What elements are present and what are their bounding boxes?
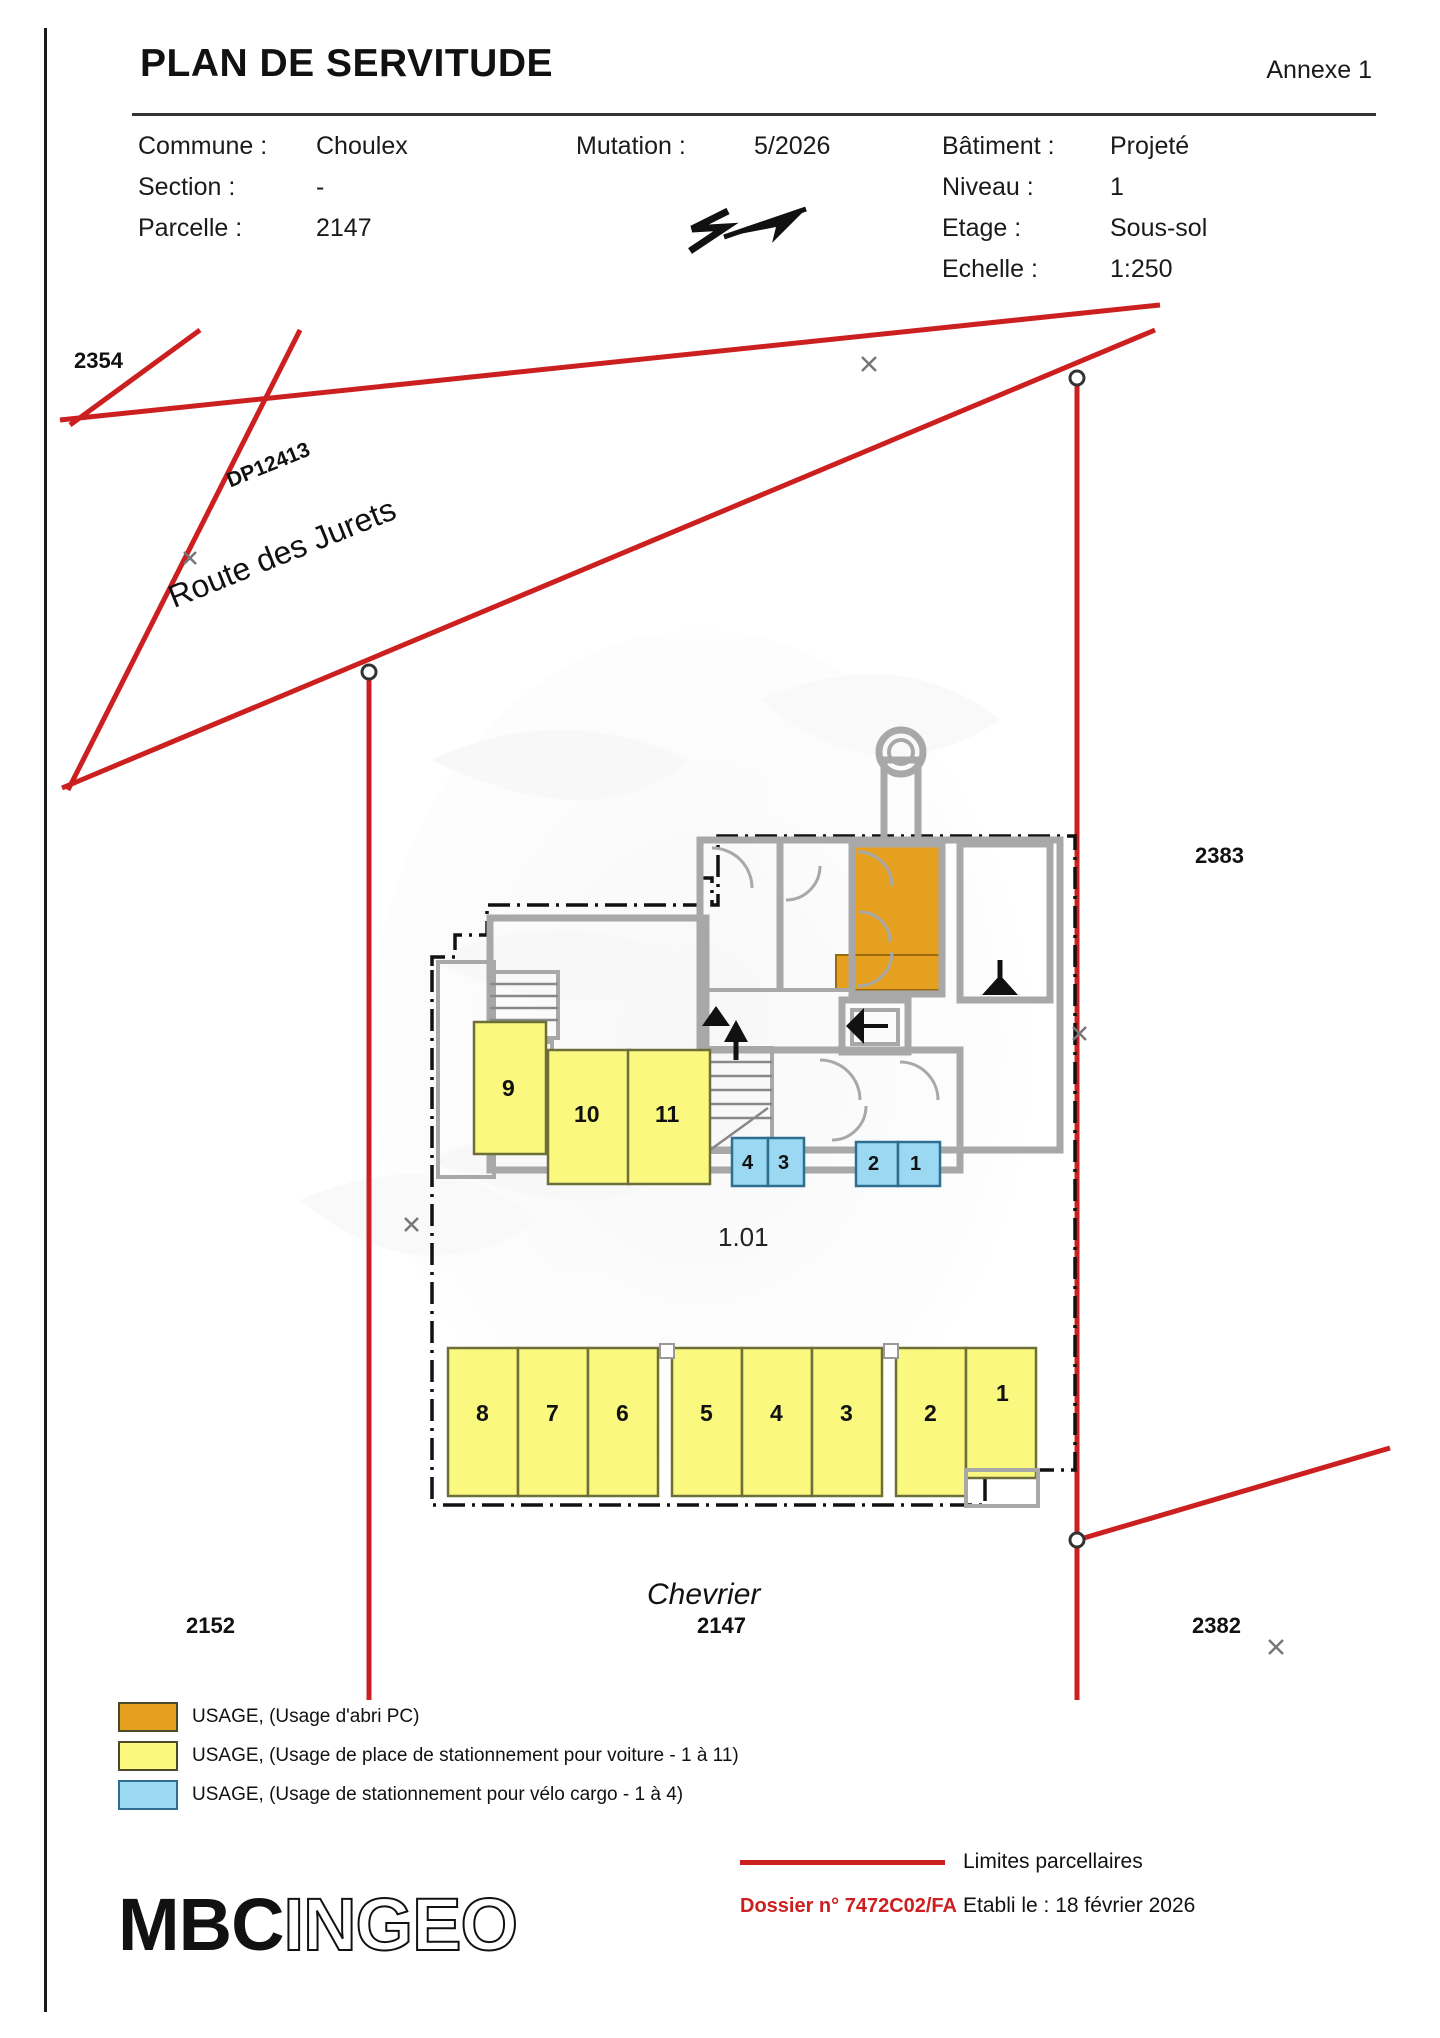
niveau-label: Niveau :: [942, 173, 1034, 201]
metadata-row-batiment: Bâtiment : Projeté: [942, 126, 1372, 167]
legend-label-bike-park: USAGE, (Usage de stationnement pour vélo…: [192, 1783, 684, 1805]
batiment-label: Bâtiment :: [942, 132, 1055, 160]
north-arrow-icon: [680, 205, 820, 267]
parcel-label-2152: 2152: [186, 1613, 235, 1638]
dossier-number: Dossier n° 7472C02/FA: [740, 1894, 957, 1917]
road-name-label: Route des Jurets: [163, 490, 401, 615]
bike-label-3: 3: [778, 1152, 790, 1174]
footer-row-boundary-legend: Limites parcellaires: [740, 1840, 1380, 1884]
parcel-label-2382: 2382: [1192, 1613, 1241, 1638]
parcelle-label: Parcelle :: [138, 214, 243, 242]
stall-label-3: 3: [840, 1400, 853, 1426]
legend-swatch-car-park: [118, 1740, 178, 1771]
footer-info: Limites parcellaires Dossier n° 7472C02/…: [740, 1840, 1380, 1928]
stairs-upper: [488, 970, 560, 1040]
stairs-middle: [704, 1020, 774, 1154]
metadata-row-etage: Etage : Sous-sol: [942, 208, 1372, 249]
stall-label-5: 5: [700, 1400, 713, 1426]
mutation-value: 5/2026: [754, 132, 831, 160]
room-code-label: 1.01: [718, 1222, 769, 1252]
stall-label-6: 6: [616, 1400, 629, 1426]
etage-label: Etage :: [942, 214, 1022, 242]
bike-label-2: 2: [868, 1153, 880, 1175]
legend-row-bike-park: USAGE, (Usage de stationnement pour vélo…: [118, 1778, 1118, 1811]
survey-marks: [183, 356, 1284, 1655]
stall-label-8: 8: [476, 1400, 489, 1426]
mutation-label: Mutation :: [576, 132, 686, 160]
metadata-row-commune: Commune : Choulex: [138, 126, 558, 167]
parcel-label-2147: 2147: [697, 1613, 746, 1638]
logo-text-ingeo: INGEO: [283, 1883, 519, 1966]
commune-label: Commune :: [138, 132, 268, 160]
locality-label: Chevrier: [647, 1578, 761, 1611]
legend-row-car-park: USAGE, (Usage de place de stationnement …: [118, 1739, 1118, 1772]
watermark: [300, 630, 1030, 1470]
document-footer: MBCINGEO Limites parcellaires Dossier n°…: [0, 1840, 1440, 2020]
company-logo: MBCINGEO: [118, 1887, 519, 1963]
building-floorplan: [436, 726, 1064, 1179]
legend-label-abri-pc: USAGE, (Usage d'abri PC): [192, 1705, 420, 1727]
commune-value: Choulex: [316, 132, 408, 160]
established-date: Etabli le : 18 février 2026: [963, 1894, 1196, 1917]
stall-label-7: 7: [546, 1400, 559, 1426]
echelle-value: 1:250: [1110, 255, 1173, 283]
metadata-row-mutation: Mutation : 5/2026: [576, 126, 876, 167]
bike-label-4: 4: [742, 1152, 754, 1174]
page-left-rule: [44, 28, 47, 2012]
logo-text-mbc: MBC: [118, 1883, 285, 1966]
parcel-label-2354: 2354: [74, 348, 123, 373]
section-label: Section :: [138, 173, 236, 201]
parcel-boundaries: [59, 302, 1391, 1700]
metadata-column-right: Bâtiment : Projeté Niveau : 1 Etage : So…: [942, 126, 1372, 290]
stall-label-4: 4: [770, 1400, 783, 1426]
boundary-line-icon: [740, 1859, 945, 1865]
metadata-row-echelle: Echelle : 1:250: [942, 249, 1372, 290]
legend-label-car-park: USAGE, (Usage de place de stationnement …: [192, 1744, 739, 1766]
metadata-row-parcelle: Parcelle : 2147: [138, 208, 558, 249]
niveau-value: 1: [1110, 173, 1124, 201]
stall-label-2: 2: [924, 1400, 937, 1426]
etage-value: Sous-sol: [1110, 214, 1208, 242]
header-divider: [132, 113, 1376, 116]
metadata-row-section: Section : -: [138, 167, 558, 208]
metadata-column-middle: Mutation : 5/2026: [576, 126, 876, 167]
parcel-label-2383: 2383: [1195, 843, 1244, 868]
metadata-block: Commune : Choulex Section : - Parcelle :…: [132, 126, 1376, 283]
parking-stalls-lower: [446, 1343, 1040, 1508]
page-title: PLAN DE SERVITUDE: [140, 42, 554, 85]
bike-label-1: 1: [910, 1153, 922, 1175]
document-header: PLAN DE SERVITUDE Annexe 1: [132, 38, 1376, 100]
boundary-legend-label: Limites parcellaires: [963, 1850, 1143, 1873]
parcelle-value: 2147: [316, 214, 372, 242]
title-row: PLAN DE SERVITUDE Annexe 1: [132, 38, 1376, 100]
road-id-label: DP12413: [223, 438, 314, 493]
legend: USAGE, (Usage d'abri PC) USAGE, (Usage d…: [118, 1700, 1118, 1817]
batiment-value: Projeté: [1110, 132, 1190, 160]
stall-label-10: 10: [574, 1101, 600, 1127]
echelle-label: Echelle :: [942, 255, 1038, 283]
bike-stalls: [730, 1136, 942, 1188]
section-value: -: [316, 173, 325, 201]
stall-label-11: 11: [655, 1101, 680, 1127]
stall-label-9: 9: [502, 1075, 515, 1101]
stall-label-1: 1: [996, 1380, 1009, 1406]
legend-swatch-bike-park: [118, 1779, 178, 1810]
servitude-limit-outline: [430, 834, 1077, 1507]
metadata-row-niveau: Niveau : 1: [942, 167, 1372, 208]
legend-swatch-abri-pc: [118, 1701, 178, 1732]
footer-row-dossier: Dossier n° 7472C02/FA Etabli le : 18 fév…: [740, 1884, 1380, 1928]
annexe-label: Annexe 1: [1266, 56, 1372, 84]
legend-row-abri-pc: USAGE, (Usage d'abri PC): [118, 1700, 1118, 1733]
metadata-column-left: Commune : Choulex Section : - Parcelle :…: [138, 126, 558, 249]
